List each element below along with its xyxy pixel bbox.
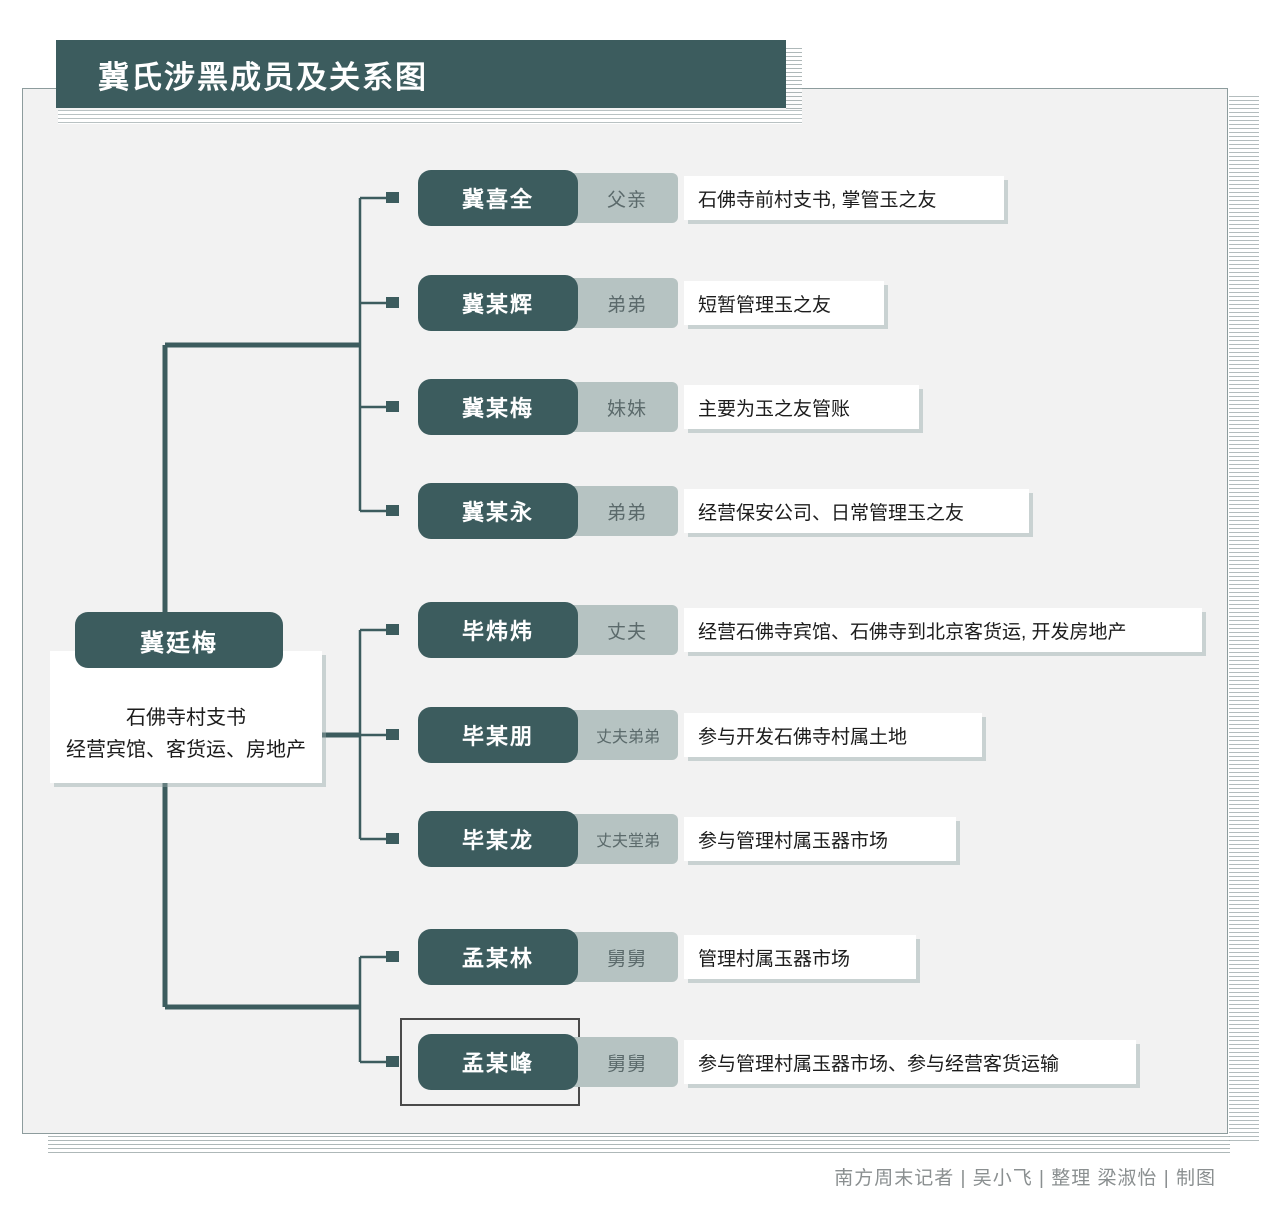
person-relation-box: 妹妹: [566, 382, 678, 432]
person-name-box[interactable]: 冀某梅: [418, 379, 578, 435]
person-relation-box: 弟弟: [566, 486, 678, 536]
person-row[interactable]: 孟某峰舅舅参与管理村属玉器市场、参与经营客货运输: [400, 1018, 1136, 1106]
title-right-fringe-texture: [786, 48, 802, 116]
person-row[interactable]: 冀喜全父亲石佛寺前村支书, 掌管玉之友: [418, 170, 1004, 226]
person-relation-box: 弟弟: [566, 278, 678, 328]
root-name-box[interactable]: 冀廷梅: [75, 612, 283, 668]
person-relation-box: 舅舅: [566, 1037, 678, 1087]
person-name-box[interactable]: 冀某永: [418, 483, 578, 539]
person-relation-box: 丈夫堂弟: [566, 814, 678, 864]
person-row[interactable]: 毕某朋丈夫弟弟参与开发石佛寺村属土地: [418, 707, 982, 763]
frame-right-fringe-texture: [1229, 96, 1259, 1142]
person-row[interactable]: 冀某永弟弟经营保安公司、日常管理玉之友: [418, 483, 1029, 539]
person-description-box: 短暂管理玉之友: [684, 281, 884, 325]
person-description-box: 主要为玉之友管账: [684, 385, 919, 429]
person-name-box[interactable]: 孟某林: [418, 929, 578, 985]
person-relation-box: 舅舅: [566, 932, 678, 982]
person-description-box: 参与管理村属玉器市场、参与经营客货运输: [684, 1040, 1136, 1084]
person-relation-box: 父亲: [566, 173, 678, 223]
person-name-box[interactable]: 毕某龙: [418, 811, 578, 867]
person-name-box[interactable]: 孟某峰: [418, 1034, 578, 1090]
person-row[interactable]: 冀某辉弟弟短暂管理玉之友: [418, 275, 884, 331]
person-relation-box: 丈夫弟弟: [566, 710, 678, 760]
root-desc-line-2: 经营宾馆、客货运、房地产: [66, 739, 306, 761]
person-name-box[interactable]: 冀某辉: [418, 275, 578, 331]
person-row[interactable]: 毕某龙丈夫堂弟参与管理村属玉器市场: [418, 811, 956, 867]
person-description-box: 参与管理村属玉器市场: [684, 817, 956, 861]
person-relation-box: 丈夫: [566, 605, 678, 655]
title-underline-texture: [58, 110, 802, 124]
person-description-box: 经营保安公司、日常管理玉之友: [684, 489, 1029, 533]
person-name-box[interactable]: 毕某朋: [418, 707, 578, 763]
person-row[interactable]: 毕炜炜丈夫经营石佛寺宾馆、石佛寺到北京客货运, 开发房地产: [418, 602, 1202, 658]
person-description-box: 参与开发石佛寺村属土地: [684, 713, 982, 757]
person-description-box: 经营石佛寺宾馆、石佛寺到北京客货运, 开发房地产: [684, 608, 1202, 652]
person-name-box[interactable]: 冀喜全: [418, 170, 578, 226]
footer-credit: 南方周末记者 | 吴小飞 | 整理 梁淑怡 | 制图: [834, 1168, 1216, 1189]
person-description-box: 管理村属玉器市场: [684, 935, 916, 979]
page-title-bar: 冀氏涉黑成员及关系图: [56, 40, 786, 108]
frame-bottom-fringe-texture: [48, 1136, 1230, 1154]
root-desc-line-1: 石佛寺村支书: [126, 707, 246, 729]
page-title: 冀氏涉黑成员及关系图: [98, 59, 428, 95]
person-description-box: 石佛寺前村支书, 掌管玉之友: [684, 176, 1004, 220]
person-row[interactable]: 冀某梅妹妹主要为玉之友管账: [418, 379, 919, 435]
root-description-card: 石佛寺村支书 经营宾馆、客货运、房地产: [50, 651, 322, 783]
person-row[interactable]: 孟某林舅舅管理村属玉器市场: [418, 929, 916, 985]
person-name-box[interactable]: 毕炜炜: [418, 602, 578, 658]
